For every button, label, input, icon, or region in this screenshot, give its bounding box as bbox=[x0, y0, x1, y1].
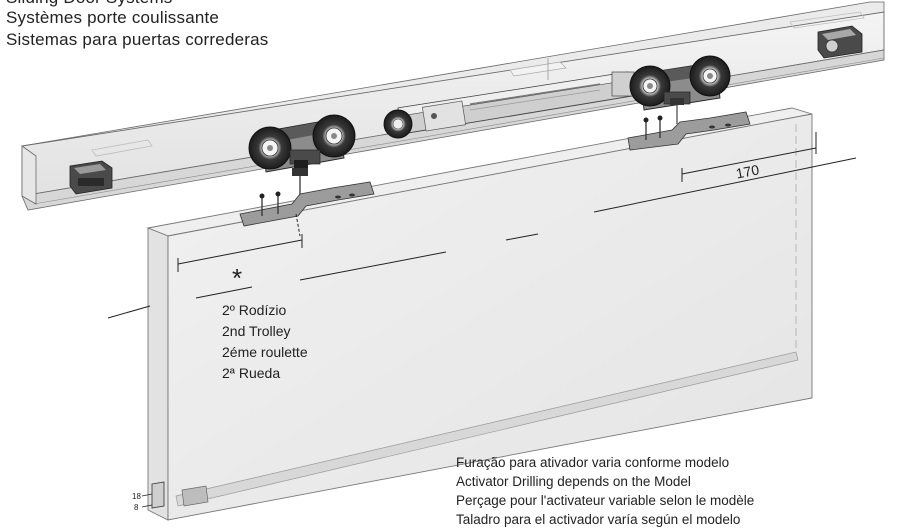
soft-close-activator bbox=[383, 58, 635, 139]
drilling-note-pt: Furação para ativador varia conforme mod… bbox=[456, 455, 730, 470]
activator-drilling-note: Furação para ativador varia conforme mod… bbox=[456, 453, 754, 529]
right-door-bracket bbox=[627, 111, 751, 151]
dimension-lines bbox=[107, 132, 857, 319]
header-line-en: Sliding Door Systems bbox=[6, 0, 173, 8]
drilling-note-en: Activator Drilling depends on the Model bbox=[456, 474, 691, 489]
header-line-fr: Systèmes porte coulissante bbox=[6, 8, 220, 27]
second-trolley-note: 2º Rodízio 2nd Trolley 2éme roulette 2ª … bbox=[222, 300, 308, 384]
left-end-stop bbox=[69, 139, 153, 195]
header-line-es: Sistemas para puertas correderas bbox=[6, 30, 269, 49]
left-door-bracket bbox=[239, 181, 375, 227]
guide-dimension-8: 8 bbox=[134, 503, 139, 512]
floor-guide bbox=[151, 481, 209, 509]
dimension-170-label: 170 bbox=[735, 161, 761, 181]
left-trolley bbox=[248, 114, 356, 173]
right-hanger-bolt bbox=[670, 98, 684, 124]
trolley-note-es: 2ª Rueda bbox=[222, 365, 281, 381]
drilling-note-fr: Perçage pour l'activateur variable selon… bbox=[456, 493, 755, 508]
trolley-note-fr: 2éme roulette bbox=[222, 344, 308, 360]
drilling-note-es: Taladro para el activador varía según el… bbox=[456, 512, 741, 527]
first-trolley-marker: * bbox=[232, 263, 242, 293]
guide-dimension-ticks bbox=[141, 493, 153, 508]
right-end-stop bbox=[789, 11, 865, 59]
trolley-note-pt: 2º Rodízio bbox=[222, 302, 287, 318]
guide-dimension-18: 18 bbox=[132, 492, 141, 501]
trolley-note-en: 2nd Trolley bbox=[222, 323, 291, 339]
